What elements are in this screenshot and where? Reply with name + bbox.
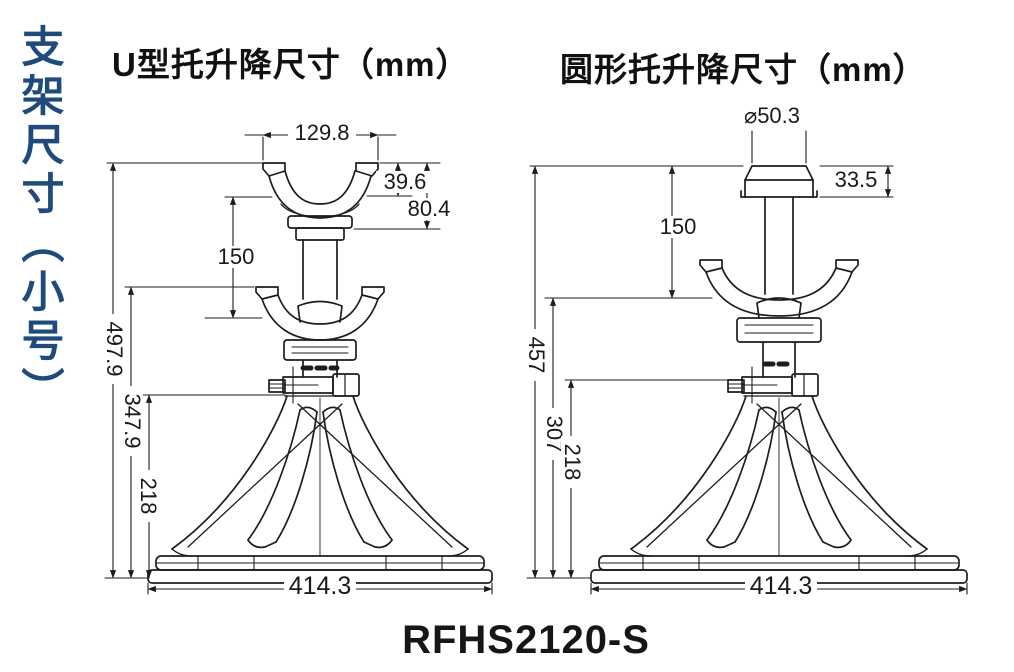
dim-label-right-lift-stroke: 150 [652,216,704,238]
dim-label-cap-height: 33.5 [827,169,885,191]
dim-label-post-diameter: ⌀50.3 [726,105,818,127]
left-stand-drawing [147,162,493,584]
right-stand-drawing [590,165,968,584]
right-dimension-lines [526,130,968,595]
dim-label-left-base-height: 218 [136,470,161,522]
right-drawing-title: 圆形托升降尺寸（mm） [560,51,927,88]
dim-label-right-base-width: 414.3 [745,574,817,599]
dim-label-right-max-height: 457 [524,329,549,381]
dim-label-left-lift-stroke: 150 [210,246,262,268]
dim-label-saddle-width: 129.8 [288,122,356,144]
dim-label-left-base-width: 414.3 [284,574,356,599]
dim-label-right-base-height: 218 [560,436,585,488]
dim-label-left-max-height: 497.9 [102,314,127,384]
side-label: 支架尺寸（小号） [15,24,63,416]
model-number: RFHS2120-S [402,618,650,662]
left-drawing-title: U型托升降尺寸（mm） [112,46,470,83]
dim-label-left-lowered-height: 347.9 [120,386,145,456]
dim-label-saddle-lip-height: 39.6 [376,171,434,193]
dim-label-saddle-head-height: 80.4 [400,198,458,220]
